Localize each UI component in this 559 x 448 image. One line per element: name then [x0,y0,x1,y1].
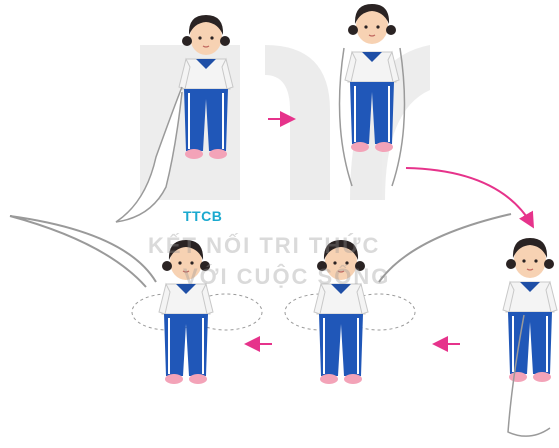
arrow-step-2 [406,168,532,225]
watermark-text-line2: VỚI CUỘC SỐNG [183,264,390,290]
watermark-text-line1: KẾT NỐI TRI THỨC [148,233,380,259]
figure-rope-front [503,238,557,436]
ready-position-label: TTCB [183,208,222,224]
